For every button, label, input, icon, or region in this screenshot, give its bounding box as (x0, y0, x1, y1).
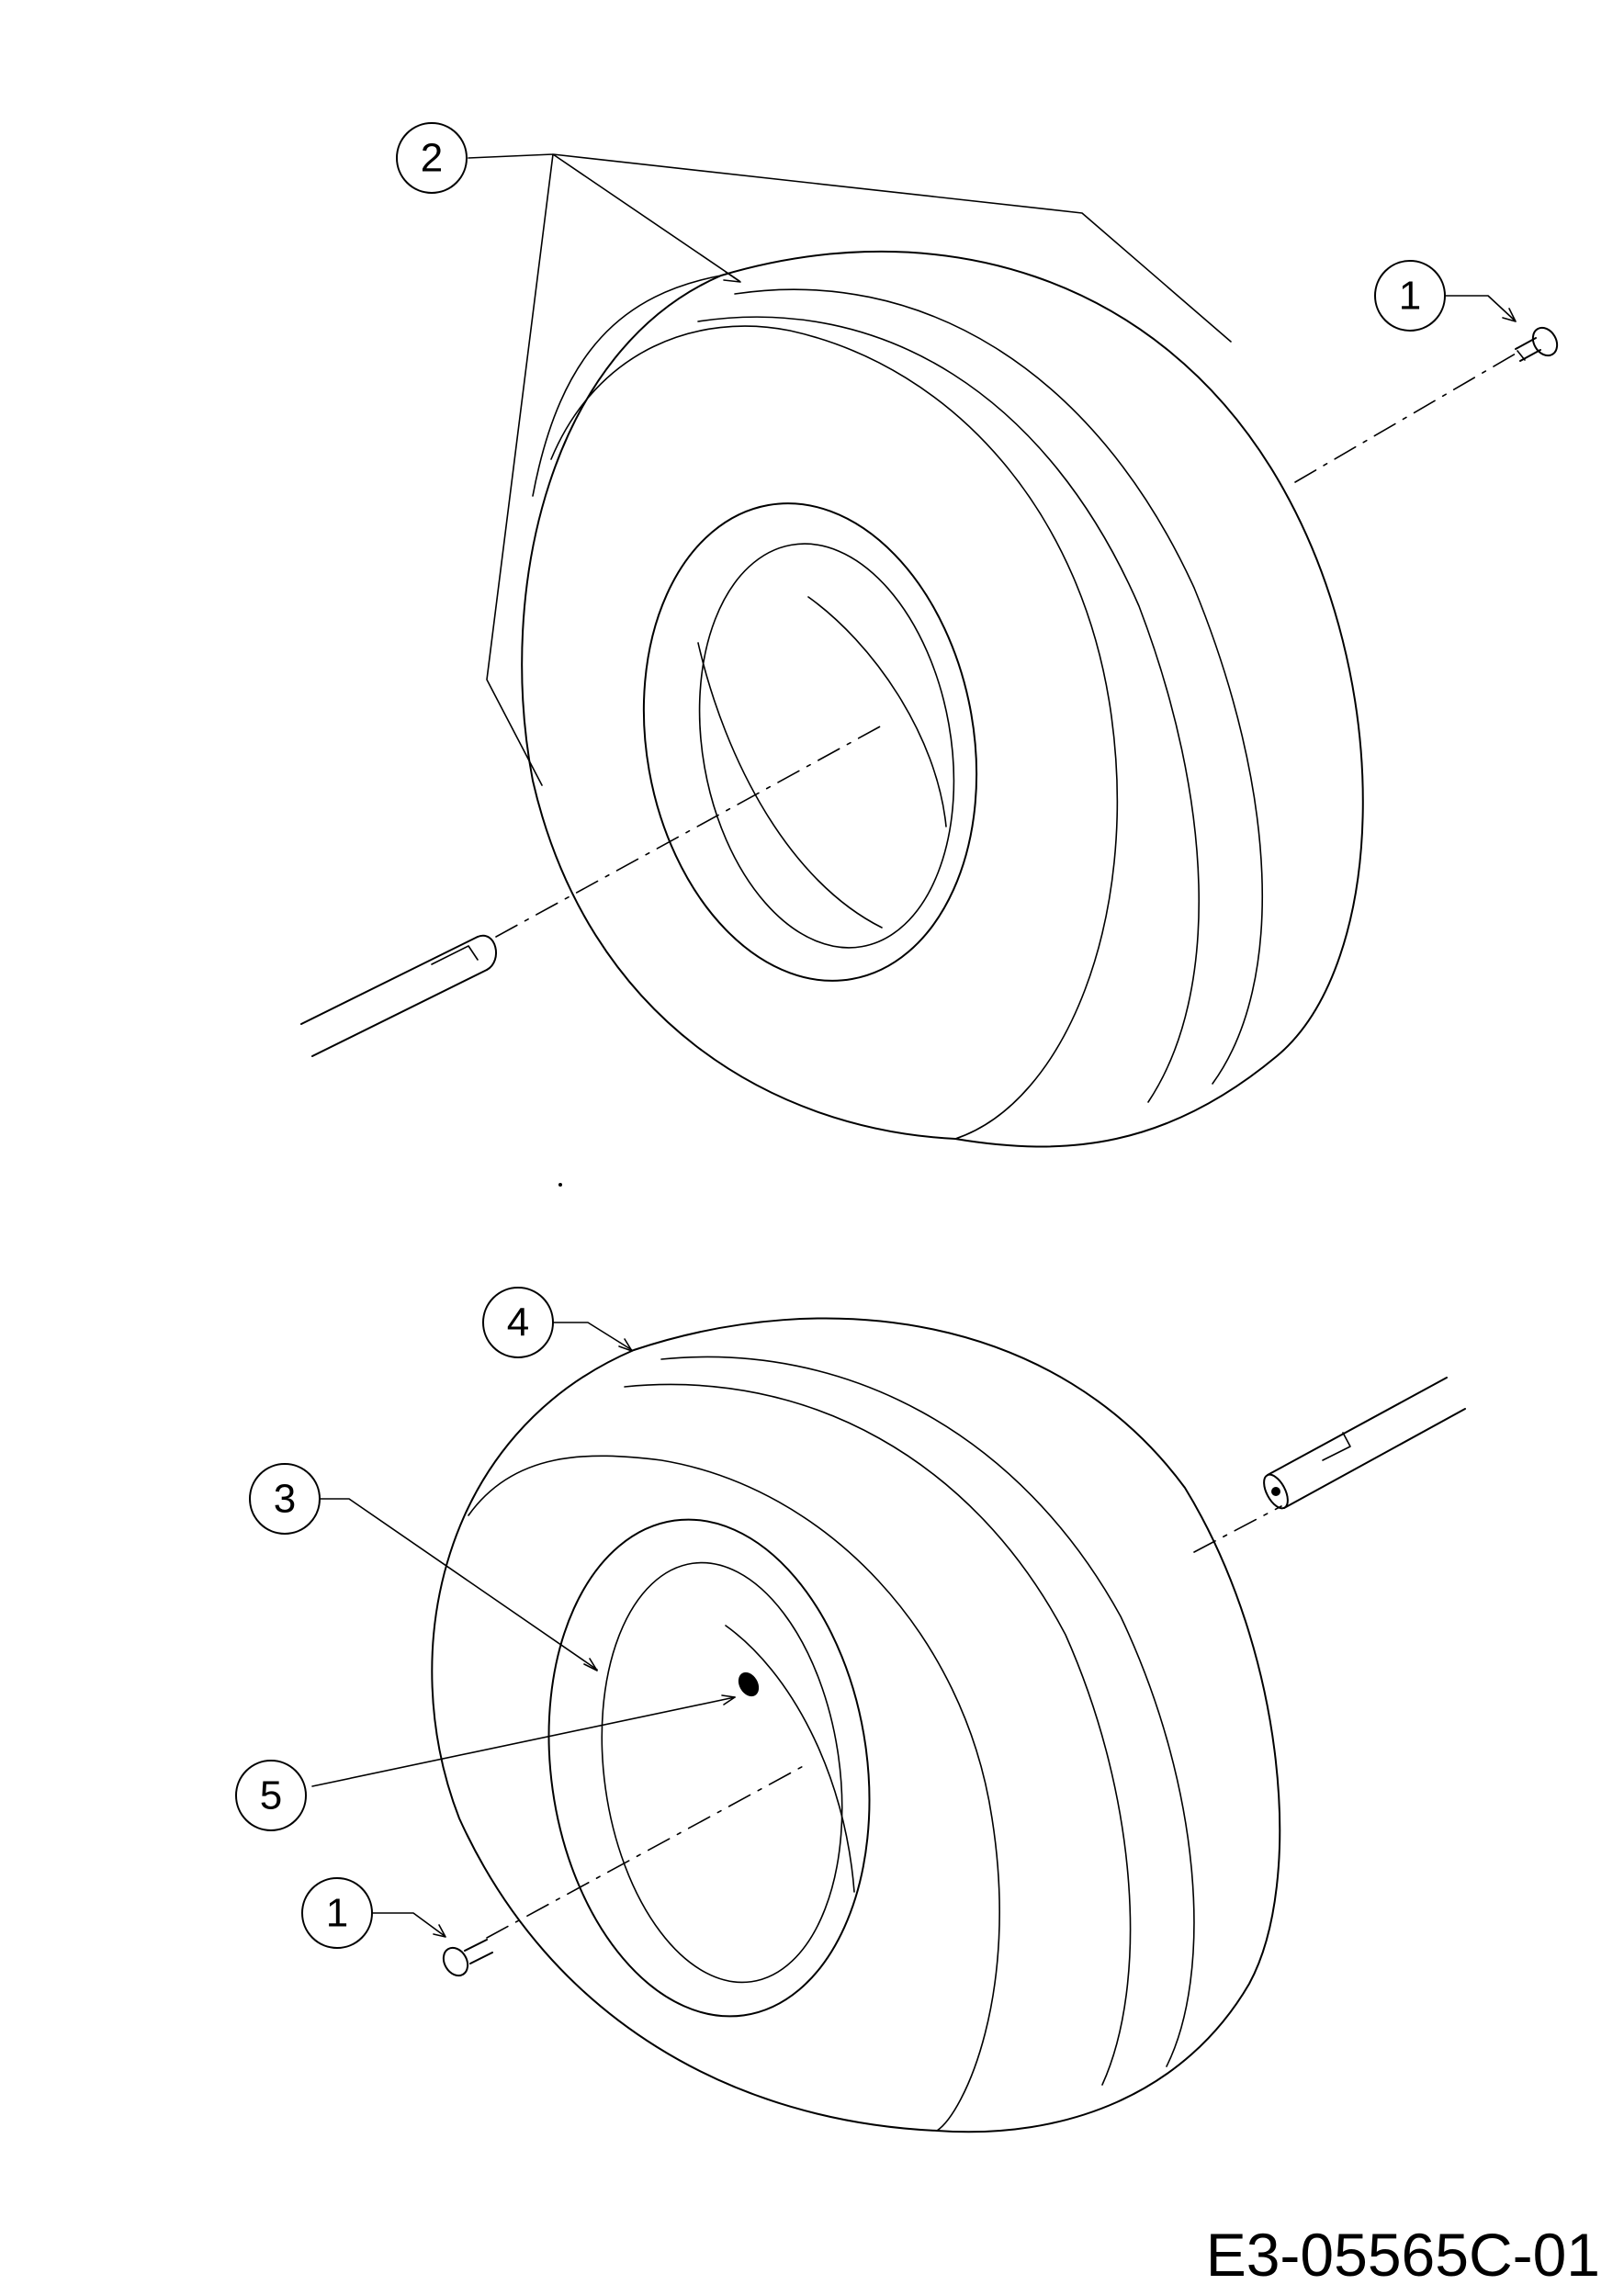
top-tire-outline (521, 250, 1364, 1148)
leader-1-top (1444, 295, 1515, 321)
top-rim-outer (642, 502, 978, 982)
bottom-shaft-centerline (1193, 1505, 1282, 1553)
top-tire-shoulder (532, 275, 722, 497)
callout-1-top: 1 (1374, 260, 1446, 332)
set-screw-icon (738, 1671, 760, 1697)
bottom-tire-tread-groove-2 (624, 1383, 1132, 2086)
leader-1-bottom (371, 1912, 445, 1937)
callout-4-label: 4 (507, 1300, 529, 1345)
top-rim-inner (698, 543, 955, 949)
top-axle-shaft (300, 934, 497, 1057)
callout-4: 4 (482, 1287, 554, 1358)
leader-5 (311, 1696, 736, 1787)
bottom-tire-sidewall (468, 1455, 1000, 2132)
callout-1-top-label: 1 (1399, 274, 1421, 319)
bottom-rim-inner (601, 1561, 843, 1984)
bottom-axle-centerline (486, 1762, 809, 1939)
top-bolt-centerline (1294, 353, 1517, 483)
top-wheel-assembly (300, 153, 1559, 1148)
top-tire-sidewall (550, 325, 1119, 1140)
bottom-rim-depth (725, 1625, 855, 1893)
bottom-tire-tread-groove-1 (660, 1356, 1195, 2067)
top-tire-tread-groove-2 (697, 316, 1201, 1103)
bottom-tire-outline (431, 1317, 1281, 2133)
callout-1-bottom: 1 (301, 1877, 373, 1949)
top-tire-tread-groove-1 (734, 288, 1263, 1085)
drawing-code: E3-05565C-01 (1206, 2221, 1600, 2289)
top-rim-depth-2 (697, 642, 883, 929)
bottom-wheel-assembly (311, 1317, 1466, 2133)
top-bolt-icon (1515, 326, 1559, 362)
leader-4 (552, 1322, 633, 1351)
callout-2-label: 2 (421, 136, 443, 181)
bottom-axle-shaft (1263, 1377, 1466, 1510)
callout-5: 5 (235, 1760, 307, 1831)
leader-2 (468, 153, 1232, 786)
leader-3 (319, 1498, 598, 1671)
bottom-bolt-icon (442, 1939, 493, 1977)
callout-3: 3 (249, 1463, 321, 1535)
callout-3-label: 3 (274, 1477, 296, 1522)
bottom-rim-outer (547, 1518, 871, 2018)
top-rim-depth (807, 596, 947, 827)
top-axle-centerline (495, 725, 883, 938)
stray-dot (558, 1183, 562, 1187)
callout-5-label: 5 (260, 1773, 282, 1818)
callout-1-bottom-label: 1 (326, 1891, 348, 1936)
callout-2: 2 (396, 122, 468, 194)
